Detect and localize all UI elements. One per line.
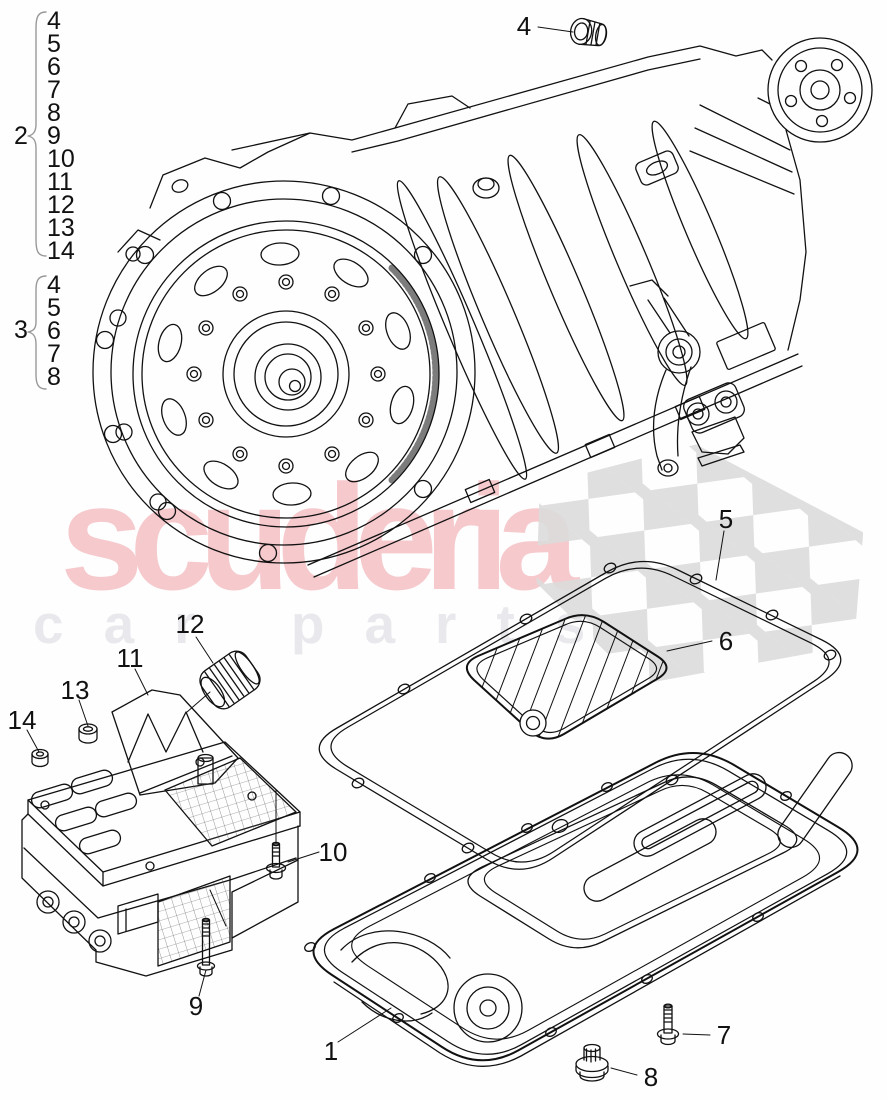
callout-14[interactable]: 14	[7, 705, 37, 735]
legend-item[interactable]: 13	[47, 214, 75, 242]
legend-item[interactable]: 4	[47, 271, 61, 299]
callout-5[interactable]: 5	[718, 504, 734, 534]
legend-item[interactable]: 5	[47, 30, 61, 58]
sleeve-part-12-drawing	[199, 650, 261, 710]
callout-8[interactable]: 8	[643, 1062, 659, 1092]
legend-group-label-3[interactable]: 3	[14, 316, 28, 344]
drain-plug-part-8-drawing	[575, 1043, 609, 1082]
callout-leader-lines	[26, 26, 725, 1076]
legend-item[interactable]: 7	[47, 76, 61, 104]
legend-brace-group-2	[27, 11, 47, 257]
selector-linkage-drawing	[629, 279, 745, 477]
legend-group-label-2[interactable]: 2	[14, 122, 28, 150]
callout-9[interactable]: 9	[188, 991, 204, 1021]
legend-item[interactable]: 11	[47, 168, 73, 196]
torque-converter-drawing	[132, 220, 440, 528]
oil-pan-drawing	[304, 751, 859, 1067]
callout-12[interactable]: 12	[175, 609, 205, 639]
oil-filter-drawing	[466, 614, 668, 740]
legend-item[interactable]: 8	[47, 363, 61, 391]
nut-part-13-drawing	[78, 723, 98, 744]
cap-part-14-drawing	[31, 748, 49, 768]
callout-10[interactable]: 10	[318, 837, 348, 867]
legend-item[interactable]: 7	[47, 340, 61, 368]
legend-item[interactable]: 10	[47, 145, 75, 173]
callout-7[interactable]: 7	[716, 1020, 732, 1050]
watermark-subtitle-text: car parts	[33, 593, 626, 655]
legend-item[interactable]: 6	[47, 317, 61, 345]
rear-output-flange-drawing	[757, 37, 873, 143]
oil-pan-gasket-drawing	[318, 560, 842, 870]
legend-item[interactable]: 5	[47, 294, 61, 322]
legend-group-2-items: 4 5 6 7 8 9 10 11 12 13 14	[47, 7, 75, 265]
callout-13[interactable]: 13	[60, 675, 90, 705]
legend-item[interactable]: 8	[47, 99, 61, 127]
legend-brace-group-3	[27, 275, 47, 390]
plug-part-4-drawing	[569, 17, 608, 47]
callout-11[interactable]: 11	[116, 643, 144, 673]
callout-1[interactable]: 1	[323, 1036, 339, 1066]
bolt-part-10-drawing	[265, 841, 287, 880]
bolt-part-7-drawing	[656, 1003, 680, 1046]
transmission-assembly-drawing	[92, 37, 873, 578]
legend-item[interactable]: 14	[47, 237, 75, 265]
callout-6[interactable]: 6	[718, 626, 734, 656]
legend-group-3-items: 4 5 6 7 8	[47, 271, 61, 391]
legend-item[interactable]: 12	[47, 191, 75, 219]
valve-body-drawing	[21, 689, 301, 977]
legend-item[interactable]: 6	[47, 53, 61, 81]
legend-item[interactable]: 4	[47, 7, 61, 35]
callout-4[interactable]: 4	[516, 11, 532, 41]
legend-item[interactable]: 9	[47, 122, 61, 150]
